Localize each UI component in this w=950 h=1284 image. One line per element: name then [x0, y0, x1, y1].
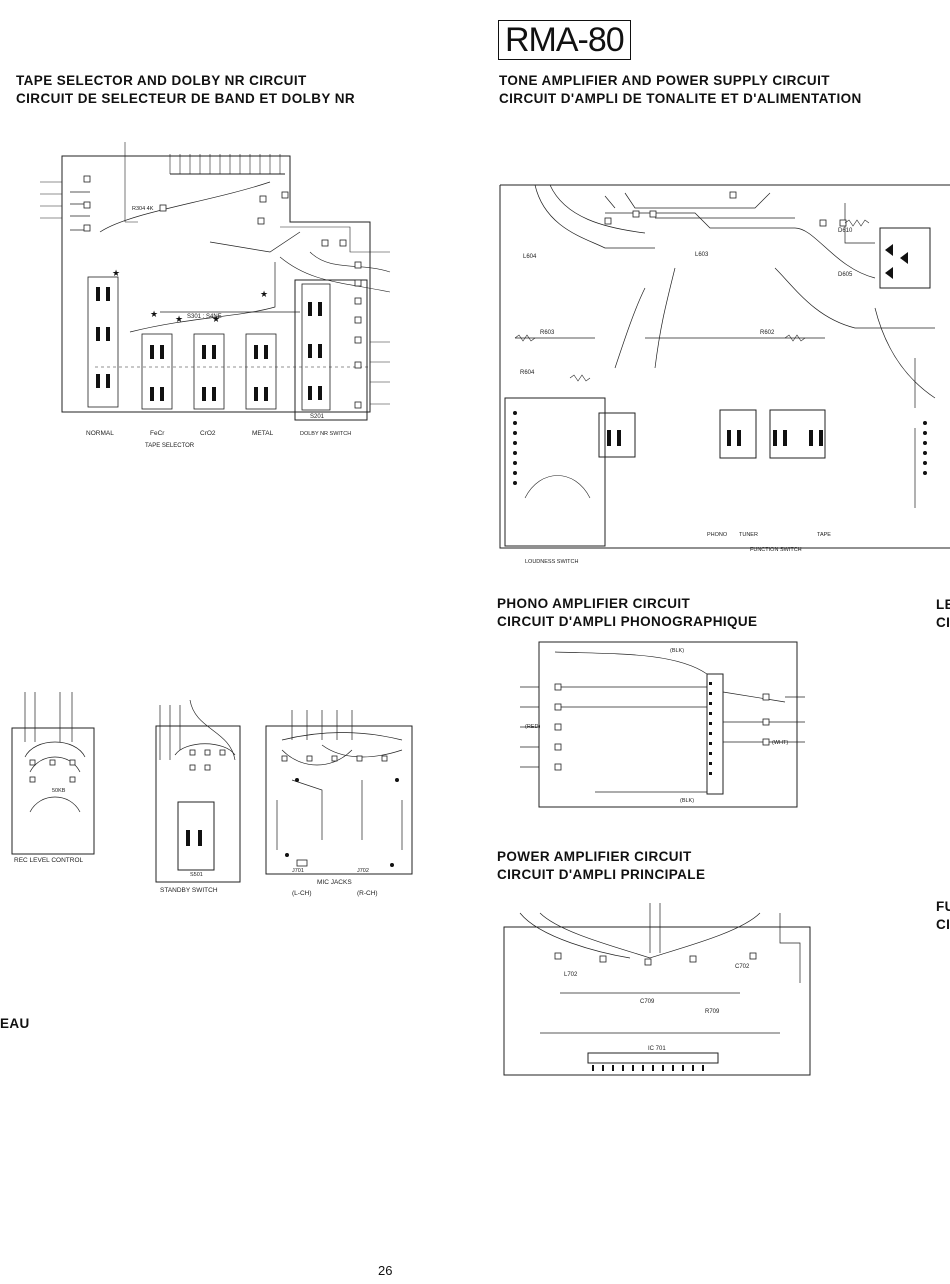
- mic-jack-j2: J702: [357, 868, 369, 874]
- svg-text:★: ★: [175, 314, 183, 324]
- part-r602: R602: [760, 330, 775, 336]
- phono-amp-title-en: PHONO AMPLIFIER CIRCUIT: [497, 596, 691, 611]
- tone-amp-title-en: TONE AMPLIFIER AND POWER SUPPLY CIRCUIT: [499, 73, 830, 88]
- edge-fragment-eau: EAU: [0, 1016, 30, 1031]
- part-r304: R304 4K: [132, 206, 154, 212]
- standby-part: S501: [190, 872, 203, 878]
- dolby-switch-outline: [294, 279, 368, 421]
- part-s201: S201: [310, 414, 325, 420]
- power-amp-pcb-outline: [503, 926, 811, 1076]
- standby-pcb-outline: [155, 725, 241, 883]
- mic-jacks-board: J701 J702 MIC JACKS (L-CH) (R-CH): [265, 710, 413, 897]
- switch-label-metal: METAL: [252, 430, 274, 437]
- switch-label-normal: NORMAL: [86, 430, 114, 437]
- svg-text:★: ★: [260, 289, 268, 299]
- part-s301: S301 : S4NE: [187, 314, 222, 320]
- edge-fragment-le: LE: [936, 597, 950, 612]
- standby-caption: STANDBY SWITCH: [160, 887, 218, 894]
- standby-board: S501 STANDBY SWITCH: [155, 699, 241, 894]
- part-l702: L702: [564, 972, 578, 978]
- part-r709: R709: [705, 1009, 720, 1015]
- part-l603: L603: [695, 252, 709, 258]
- label-function-switch: FUNCTION SWITCH: [750, 547, 802, 553]
- tone-amp-title-fr: CIRCUIT D'AMPLI DE TONALITE ET D'ALIMENT…: [499, 91, 862, 106]
- rec-level-part: 50KB: [52, 788, 66, 794]
- rec-level-board: 50KB REC LEVEL CONTROL: [11, 692, 95, 864]
- tape-selector-title-en: TAPE SELECTOR AND DOLBY NR CIRCUIT: [16, 73, 307, 88]
- phono-amp-board: (BLK) (WHT) (RED) (BLK): [520, 641, 805, 808]
- tape-switch-cro2: [202, 345, 216, 401]
- switch-label-cro2: CrO2: [200, 430, 216, 437]
- part-r603: R603: [540, 330, 555, 336]
- part-c709: C709: [640, 999, 655, 1005]
- edge-fragment-ci: CI: [936, 615, 950, 630]
- tape-selector-title-fr: CIRCUIT DE SELECTEUR DE BAND ET DOLBY NR: [16, 91, 356, 106]
- dolby-switch-caption: DOLBY NR SWITCH: [300, 431, 351, 437]
- mic-jacks-rch: (R-CH): [357, 890, 378, 897]
- part-d610: D610: [838, 228, 853, 234]
- phono-amp-title-fr: CIRCUIT D'AMPLI PHONOGRAPHIQUE: [497, 614, 758, 629]
- edge-fragment-ci2: CI: [936, 917, 950, 932]
- part-ic701: IC 701: [648, 1046, 666, 1052]
- tone-amp-pcb-outline: [499, 184, 950, 549]
- label-loudness-switch: LOUDNESS SWITCH: [525, 559, 579, 565]
- tone-amp-board: L604 L603 R603 R602 D610 D605 R604 LOUDN…: [499, 184, 950, 565]
- label-phono: PHONO: [707, 532, 728, 538]
- svg-text:★: ★: [112, 268, 120, 278]
- tape-selector-caption: TAPE SELECTOR: [145, 443, 195, 449]
- svg-text:★: ★: [212, 314, 220, 324]
- tape-switch-fecr: [150, 345, 164, 401]
- part-l604: L604: [523, 254, 537, 260]
- tape-switch-metal: [254, 345, 268, 401]
- part-r604: R604: [520, 370, 535, 376]
- page-number: 26: [378, 1263, 393, 1278]
- part-c702: C702: [735, 964, 750, 970]
- model-badge: RMA-80: [498, 20, 631, 60]
- svg-text:★: ★: [150, 309, 158, 319]
- mic-jacks-lch: (L-CH): [292, 890, 312, 897]
- mic-jack-j1: J701: [292, 868, 304, 874]
- phono-part-blk-bottom: (BLK): [680, 798, 694, 804]
- mic-jacks-pcb-outline: [265, 725, 413, 875]
- rec-level-pcb-outline: [11, 727, 95, 855]
- phono-part-red: (RED): [525, 724, 540, 730]
- rec-level-caption: REC LEVEL CONTROL: [14, 857, 83, 864]
- label-tuner: TUNER: [739, 532, 758, 538]
- mic-jacks-caption: MIC JACKS: [317, 879, 352, 886]
- switch-label-fecr: FeCr: [150, 430, 165, 437]
- power-amp-board: IC 701 C702 C709 R709 L702: [503, 903, 811, 1076]
- edge-fragment-fu: FU: [936, 899, 950, 914]
- phono-part-blk-top: (BLK): [670, 648, 684, 654]
- dolby-switch-contacts: [308, 302, 322, 400]
- part-d605: D605: [838, 272, 853, 278]
- phono-part-wht: (WHT): [772, 740, 788, 746]
- power-amp-title-fr: CIRCUIT D'AMPLI PRINCIPALE: [497, 867, 706, 882]
- power-amp-title-en: POWER AMPLIFIER CIRCUIT: [497, 849, 692, 864]
- tape-selector-pcb-outline: [61, 155, 371, 413]
- tape-selector-board: ★ ★ ★ ★ ★ NORMAL FeCr CrO2 METAL TAPE SELE…: [40, 142, 391, 449]
- loudness-sub-board: [504, 397, 606, 547]
- tape-switch-normal: [96, 287, 110, 388]
- phono-amp-pcb-outline: [538, 641, 798, 808]
- label-tape: TAPE: [817, 532, 831, 538]
